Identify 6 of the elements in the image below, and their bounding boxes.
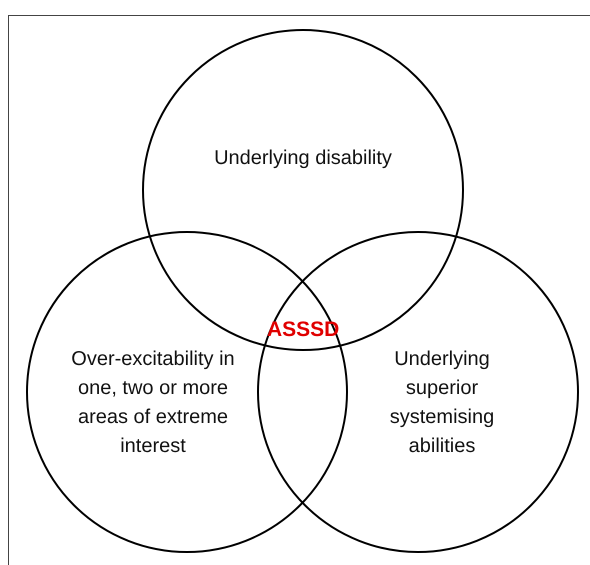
circle-label: Over-excitability in one, two or more areas of extreme interest <box>70 347 236 459</box>
venn-circle <box>142 29 464 351</box>
venn-circle <box>26 231 348 553</box>
venn-circle <box>257 231 579 553</box>
circle-label: Underlying superior systemising abilities <box>388 347 496 459</box>
circle-label: Underlying disability <box>213 146 393 170</box>
